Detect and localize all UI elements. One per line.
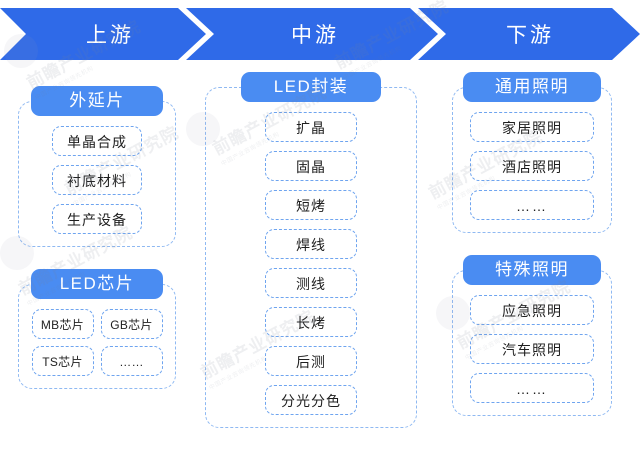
group-special-lighting: 特殊照明 应急照明 汽车照明 …… (452, 255, 612, 416)
list-item[interactable]: 测线 (265, 268, 357, 298)
banner-stage-label-midstream: 中游 (291, 24, 339, 47)
group-title-general-lighting: 通用照明 (463, 72, 601, 102)
banner-stage-shape-0 (0, 8, 206, 60)
group-led-packaging: LED封装 扩晶 固晶 短烤 焊线 测线 长烤 后测 分光分色 (205, 72, 417, 428)
list-item[interactable]: 单晶合成 (52, 126, 142, 156)
list-item[interactable]: GB芯片 (100, 309, 163, 339)
list-item[interactable]: 短烤 (265, 190, 357, 220)
group-led-chip: LED芯片 MB芯片 GB芯片 TS芯片 …… (18, 269, 176, 389)
list-item[interactable]: 长烤 (265, 307, 357, 337)
list-item[interactable]: 扩晶 (265, 112, 357, 142)
list-item[interactable]: 后测 (265, 346, 357, 376)
list-item[interactable]: 焊线 (265, 229, 357, 259)
column-upstream: 外延片 单晶合成 衬底材料 生产设备 LED芯片 MB芯片 GB芯片 TS芯片 … (18, 86, 176, 389)
banner-stage-shape-2 (418, 8, 640, 60)
banner-stage-shape-1 (186, 8, 438, 60)
group-epitaxial-wafer: 外延片 单晶合成 衬底材料 生产设备 (18, 86, 176, 247)
list-item[interactable]: 家居照明 (470, 112, 594, 142)
led-chip-grid: MB芯片 GB芯片 TS芯片 …… (29, 309, 165, 376)
list-item[interactable]: TS芯片 (31, 346, 94, 376)
group-panel-special-lighting: 应急照明 汽车照明 …… (452, 270, 612, 416)
list-item[interactable]: …… (470, 373, 594, 403)
list-item[interactable]: MB芯片 (31, 309, 94, 339)
banner-stage-label-upstream: 上游 (86, 24, 134, 47)
group-panel-led-packaging: 扩晶 固晶 短烤 焊线 测线 长烤 后测 分光分色 (205, 87, 417, 428)
list-item[interactable]: 应急照明 (470, 295, 594, 325)
column-midstream: LED封装 扩晶 固晶 短烤 焊线 测线 长烤 后测 分光分色 (205, 72, 417, 428)
banner-stage-label-downstream: 下游 (506, 24, 554, 47)
column-downstream: 通用照明 家居照明 酒店照明 …… 特殊照明 应急照明 汽车照明 …… (452, 72, 612, 416)
list-item[interactable]: …… (100, 346, 163, 376)
group-panel-general-lighting: 家居照明 酒店照明 …… (452, 87, 612, 233)
group-title-led-chip: LED芯片 (31, 269, 163, 299)
group-panel-led-chip: MB芯片 GB芯片 TS芯片 …… (18, 284, 176, 389)
list-item[interactable]: …… (470, 190, 594, 220)
list-item[interactable]: 汽车照明 (470, 334, 594, 364)
list-item[interactable]: 分光分色 (265, 385, 357, 415)
list-item[interactable]: 衬底材料 (52, 165, 142, 195)
list-item[interactable]: 酒店照明 (470, 151, 594, 181)
group-title-special-lighting: 特殊照明 (463, 255, 601, 285)
list-item[interactable]: 生产设备 (52, 204, 142, 234)
group-title-epitaxial-wafer: 外延片 (31, 86, 163, 116)
list-item[interactable]: 固晶 (265, 151, 357, 181)
value-chain-banner: 上游 中游 下游 (0, 8, 640, 60)
group-title-led-packaging: LED封装 (241, 72, 381, 102)
group-panel-epitaxial-wafer: 单晶合成 衬底材料 生产设备 (18, 101, 176, 247)
group-general-lighting: 通用照明 家居照明 酒店照明 …… (452, 72, 612, 233)
